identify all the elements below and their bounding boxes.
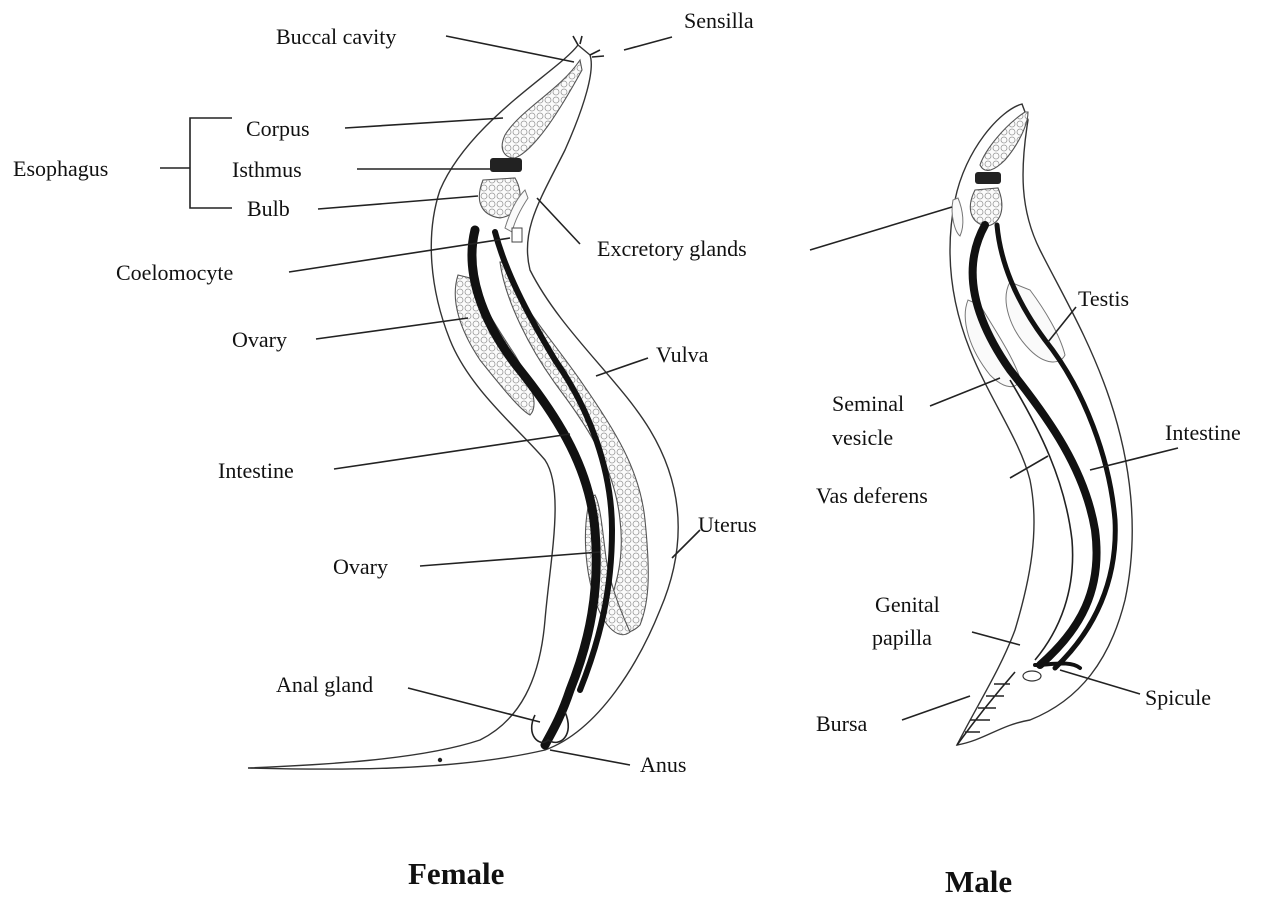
label-ovary-lower: Ovary xyxy=(333,554,388,579)
female-intestine xyxy=(472,230,596,745)
label-excretory-glands: Excretory glands xyxy=(597,236,747,261)
male-excretory-gland xyxy=(952,198,963,236)
label-seminal-vesicle-line1: Seminal xyxy=(832,391,904,416)
caption-male: Male xyxy=(945,864,1012,899)
label-seminal-vesicle-line2: vesicle xyxy=(832,425,893,450)
label-spicule: Spicule xyxy=(1145,685,1211,710)
male-isthmus xyxy=(975,172,1001,184)
label-anus: Anus xyxy=(640,752,686,777)
female-worm-figure xyxy=(248,36,678,769)
label-anal-gland: Anal gland xyxy=(276,672,373,697)
label-esophagus: Esophagus xyxy=(13,156,108,181)
male-labels: Testis Seminal vesicle Intestine Vas def… xyxy=(816,286,1241,899)
label-corpus: Corpus xyxy=(246,116,310,141)
female-coelomocyte xyxy=(512,228,522,242)
label-male-intestine: Intestine xyxy=(1165,420,1241,445)
female-tail-dot xyxy=(438,758,442,762)
label-ovary-upper: Ovary xyxy=(232,327,287,352)
female-corpus xyxy=(502,60,582,158)
male-worm-figure xyxy=(950,104,1132,745)
label-genital-papilla-line2: papilla xyxy=(872,625,932,650)
male-vas-deferens xyxy=(1010,380,1073,660)
label-testis: Testis xyxy=(1078,286,1129,311)
label-uterus: Uterus xyxy=(698,512,757,537)
male-bulb xyxy=(970,188,1002,226)
label-bursa: Bursa xyxy=(816,711,868,736)
label-isthmus: Isthmus xyxy=(232,157,302,182)
male-corpus xyxy=(980,112,1028,170)
label-female-intestine: Intestine xyxy=(218,458,294,483)
male-bursa xyxy=(957,672,1015,745)
female-leader-lines xyxy=(160,36,700,765)
label-vulva: Vulva xyxy=(656,342,709,367)
label-bulb: Bulb xyxy=(247,196,290,221)
label-genital-papilla-line1: Genital xyxy=(875,592,940,617)
male-genital-papilla xyxy=(1023,671,1041,681)
label-vas-deferens: Vas deferens xyxy=(816,483,928,508)
female-isthmus xyxy=(490,158,522,172)
label-coelomocyte: Coelomocyte xyxy=(116,260,233,285)
male-leader-lines xyxy=(810,207,1178,720)
label-buccal-cavity: Buccal cavity xyxy=(276,24,396,49)
label-sensilla: Sensilla xyxy=(684,8,754,33)
caption-female: Female xyxy=(408,856,504,891)
female-body-outline xyxy=(248,45,678,769)
